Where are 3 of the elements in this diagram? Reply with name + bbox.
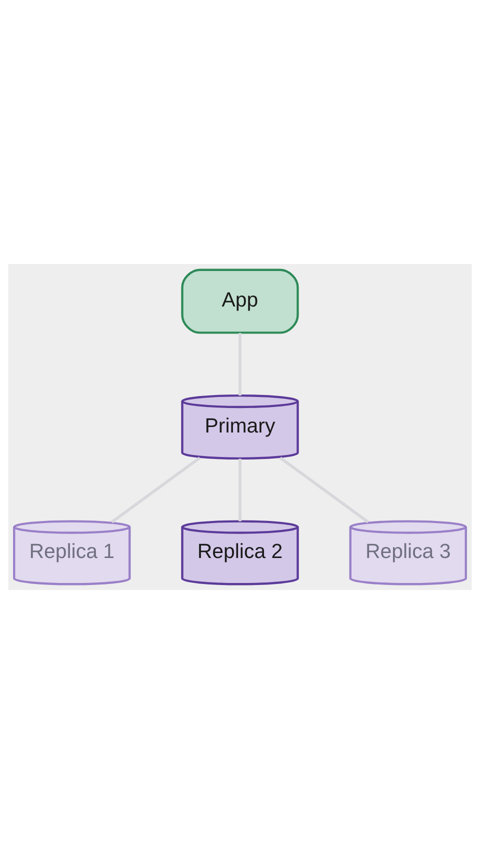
connector [279,456,370,523]
node-box: App [181,268,299,334]
connector [110,456,201,523]
